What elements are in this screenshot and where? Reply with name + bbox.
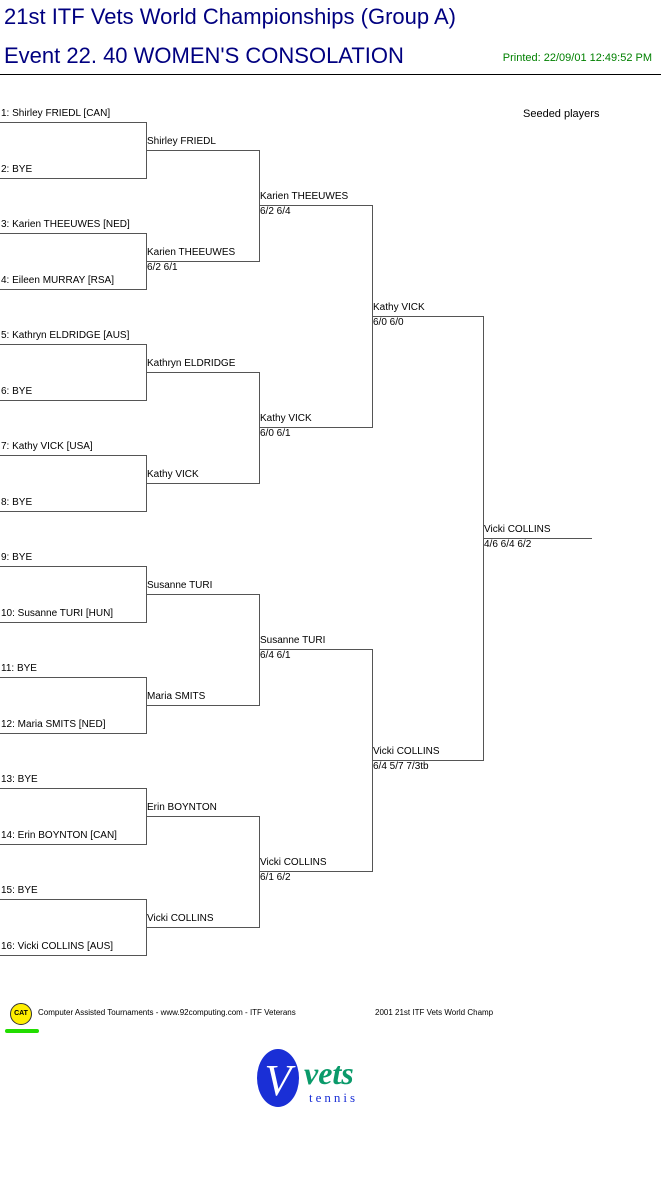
- draw-line-round2: [146, 371, 259, 373]
- round3-score: 6/2 6/4: [260, 206, 291, 218]
- draw-line-round2: [146, 704, 259, 706]
- round1-player: 15: BYE: [1, 885, 38, 896]
- draw-line-r1: [0, 677, 146, 678]
- round2-winner: Kathryn ELDRIDGE: [147, 357, 236, 369]
- round1-player: 4: Eileen MURRAY [RSA]: [1, 274, 115, 286]
- draw-line-r1: [0, 233, 146, 234]
- round2-winner: Shirley FRIEDL: [147, 135, 216, 147]
- draw-line-round2: [146, 815, 259, 817]
- draw-line-round2: [146, 926, 259, 928]
- draw-line-round3: [259, 427, 372, 429]
- round2-winner: Susanne TURI: [147, 579, 213, 591]
- draw-line-round4: [372, 760, 483, 762]
- footer-credits: Computer Assisted Tournaments - www.92co…: [38, 1008, 296, 1017]
- header-divider: [0, 74, 661, 75]
- round3-winner: Vicki COLLINS: [260, 857, 327, 869]
- round3-score: 6/1 6/2: [260, 872, 291, 884]
- round3-winner: Kathy VICK: [260, 413, 312, 425]
- round1-player: 13: BYE: [1, 774, 38, 785]
- draw-line-r1: [0, 843, 146, 845]
- event-title: Event 22. 40 WOMEN'S CONSOLATION: [4, 43, 404, 68]
- draw-line-r1: [0, 566, 146, 567]
- round4-score: 6/0 6/0: [373, 317, 404, 329]
- vets-tennis-logo: V vets tennis: [257, 1049, 358, 1107]
- round1-player: 11: BYE: [1, 663, 37, 674]
- draw-line-r1: [0, 122, 146, 123]
- vets-logo-emblem: [257, 1049, 299, 1107]
- draw-line-r1: [0, 510, 146, 512]
- final-winner: Vicki COLLINS: [484, 524, 551, 536]
- round1-player: 1: Shirley FRIEDL [CAN]: [1, 108, 111, 119]
- round3-score: 6/4 6/1: [260, 650, 291, 662]
- round1-player: 2: BYE: [1, 163, 33, 175]
- round4-winner: Kathy VICK: [373, 302, 425, 314]
- draw-line-r1: [0, 177, 146, 179]
- round2-winner: Kathy VICK: [147, 468, 199, 480]
- draw-line-round2: [146, 260, 259, 262]
- seeded-players-label: Seeded players: [523, 108, 600, 120]
- tournament-title: 21st ITF Vets World Championships (Group…: [4, 4, 456, 29]
- draw-line-r1: [0, 899, 146, 900]
- round2-score: 6/2 6/1: [147, 261, 178, 273]
- round1-player: 16: Vicki COLLINS [AUS]: [1, 940, 114, 952]
- round1-player: 3: Karien THEEUWES [NED]: [1, 219, 130, 230]
- draw-line-round4: [372, 316, 483, 318]
- draw-line-r1: [0, 788, 146, 789]
- round1-player: 6: BYE: [1, 385, 33, 397]
- vets-logo-letter: V: [265, 1056, 297, 1105]
- round4-score: 6/4 5/7 7/3tb: [373, 761, 429, 773]
- draw-line-round3: [259, 205, 372, 207]
- printed-timestamp: Printed: 22/09/01 12:49:52 PM: [502, 52, 652, 64]
- round1-player: 9: BYE: [1, 552, 33, 563]
- round1-player: 12: Maria SMITS [NED]: [1, 718, 106, 730]
- round2-winner: Maria SMITS: [147, 690, 206, 702]
- draw-line-r1: [0, 288, 146, 290]
- round4-winner: Vicki COLLINS: [373, 746, 440, 758]
- round2-winner: Erin BOYNTON: [147, 801, 217, 813]
- round3-winner: Karien THEEUWES: [260, 191, 349, 203]
- draw-line-r1: [0, 732, 146, 734]
- draw-line-r1: [0, 954, 146, 956]
- footer-event-ref: 2001 21st ITF Vets World Champ: [375, 1008, 494, 1017]
- cat-logo-underline: [5, 1029, 39, 1033]
- final-score: 4/6 6/4 6/2: [484, 539, 532, 551]
- draw-line-round2: [146, 149, 259, 151]
- round1-player: 8: BYE: [1, 496, 33, 508]
- vets-logo-main: vets: [304, 1055, 354, 1091]
- draw-line-round2: [146, 482, 259, 484]
- round3-score: 6/0 6/1: [260, 428, 291, 440]
- draw-line-round3: [259, 871, 372, 873]
- draw-line-round3: [259, 649, 372, 651]
- round3-winner: Susanne TURI: [260, 635, 326, 647]
- draw-line-final: [483, 538, 592, 540]
- round2-winner: Vicki COLLINS: [147, 912, 214, 924]
- cat-logo: CAT: [10, 1003, 32, 1025]
- vets-logo-sub: tennis: [309, 1090, 358, 1105]
- draw-line-r1: [0, 455, 146, 456]
- draw-line-r1: [0, 344, 146, 345]
- round1-player: 14: Erin BOYNTON [CAN]: [1, 829, 117, 841]
- draw-line-r1: [0, 399, 146, 401]
- round2-winner: Karien THEEUWES: [147, 246, 236, 258]
- round1-player: 5: Kathryn ELDRIDGE [AUS]: [1, 330, 130, 341]
- round1-player: 7: Kathy VICK [USA]: [1, 441, 93, 452]
- round1-player: 10: Susanne TURI [HUN]: [1, 607, 114, 619]
- draw-line-r1: [0, 621, 146, 623]
- draw-line-round2: [146, 593, 259, 595]
